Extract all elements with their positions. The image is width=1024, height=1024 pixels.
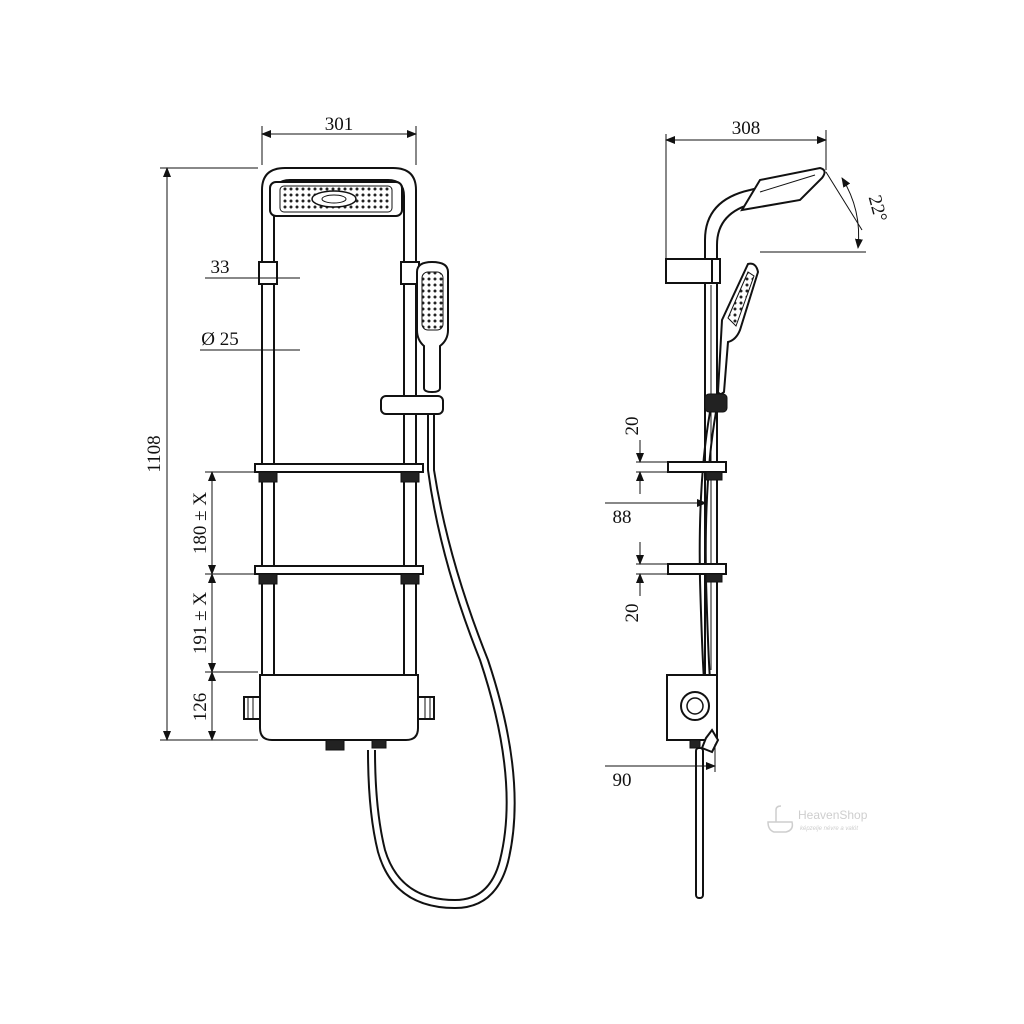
lower-shelf [254,565,424,575]
thermostatic-mixer [259,674,419,741]
dim-pipe-diameter: Ø 25 [201,329,238,350]
watermark: HeavenShop képzelje névre a valót [767,805,868,833]
side-outlet-pipe [695,747,704,899]
side-hand-shower [716,262,760,395]
dim-spacing-upper: 180 ± X [190,492,211,554]
dim-side-width: 308 [732,118,761,139]
left-inlet [243,696,261,720]
dim-front-width: 301 [325,114,354,135]
shower-hose [374,414,508,902]
side-top-bracket [665,258,719,284]
dim-shelf-offset: 88 [613,507,632,528]
side-lower-shelf [667,563,727,575]
hand-shower-holder [380,395,444,415]
right-inlet [417,696,435,720]
dim-mixer-depth: 90 [613,770,632,791]
dim-spacing-lower: 191 ± X [190,592,211,654]
watermark-tagline: képzelje névre a valót [800,826,858,832]
dim-mixer-height: 126 [190,693,211,722]
dim-total-height: 1108 [144,435,165,472]
dim-angle: 22° [864,193,891,224]
side-view: 308 22° 20 88 20 90 [605,118,891,899]
bathtub-icon [767,821,794,833]
upper-shelf [254,463,424,473]
dim-shelf-upper: 20 [622,417,643,436]
side-upper-shelf [667,461,727,473]
pipe-bracket [258,261,278,285]
dim-bracket: 33 [211,257,230,278]
side-rain-head [740,166,826,212]
watermark-brand: HeavenShop [798,808,868,822]
dim-shelf-lower: 20 [622,604,643,623]
front-view: 301 1108 33 Ø 25 180 ± X 191 ± X 126 [144,114,516,910]
